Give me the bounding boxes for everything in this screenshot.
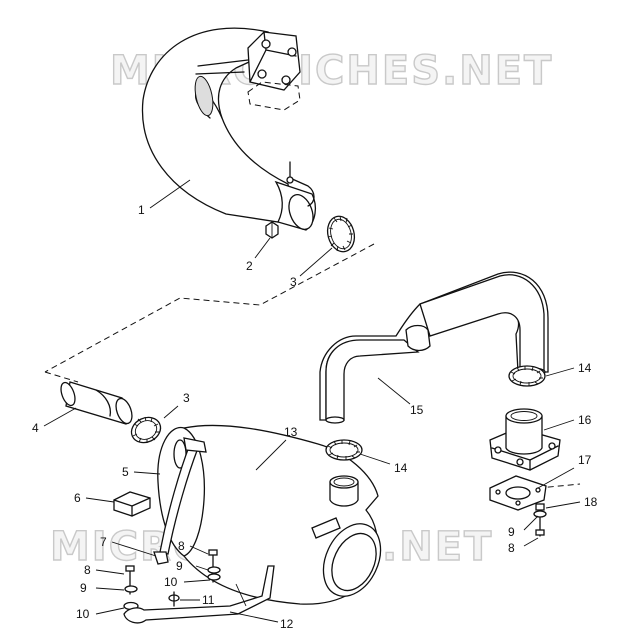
callout-7: 7 xyxy=(100,535,107,549)
callout-13: 13 xyxy=(284,425,298,439)
callout-4: 4 xyxy=(32,421,39,435)
callout-8-left: 8 xyxy=(84,563,91,577)
callout-5: 5 xyxy=(122,465,129,479)
tailpipe xyxy=(319,271,549,424)
callout-12: 12 xyxy=(280,617,294,631)
callout-9-center: 9 xyxy=(176,559,183,573)
callout-3-upper: 3 xyxy=(290,275,297,289)
bolt-left xyxy=(123,565,139,611)
muffler-strap xyxy=(159,437,207,555)
callout-8-center: 8 xyxy=(178,539,185,553)
damper-pad xyxy=(113,491,151,517)
callout-14-upper: 14 xyxy=(578,361,592,375)
manifold-flange xyxy=(247,31,301,111)
leader-lines xyxy=(43,179,581,623)
clamp-upper xyxy=(326,215,356,253)
clamp-lower xyxy=(130,416,162,444)
callout-6: 6 xyxy=(74,491,81,505)
bolt-right xyxy=(533,503,547,537)
callout-2: 2 xyxy=(246,259,253,273)
callout-14-lower: 14 xyxy=(394,461,408,475)
callout-17: 17 xyxy=(578,453,592,467)
callout-3-lower: 3 xyxy=(183,391,190,405)
clamp-tailpipe-lower xyxy=(325,439,363,461)
callout-labels: 1 2 3 3 4 5 6 7 8 8 8 9 9 9 10 10 11 12 … xyxy=(32,203,598,631)
callout-16: 16 xyxy=(578,413,592,427)
callout-8-right: 8 xyxy=(508,541,515,555)
outlet-gasket xyxy=(489,475,547,511)
callout-10-left: 10 xyxy=(76,607,90,621)
bolt-center xyxy=(207,549,221,583)
callout-9-right: 9 xyxy=(508,525,515,539)
callout-9-left: 9 xyxy=(80,581,87,595)
callout-18: 18 xyxy=(584,495,598,509)
clamp-tailpipe-upper xyxy=(508,365,546,387)
exhaust-header-pipe xyxy=(141,27,317,231)
callout-1: 1 xyxy=(138,203,145,217)
hanger-rod xyxy=(153,551,169,565)
mounting-bracket xyxy=(123,565,275,624)
nut xyxy=(265,221,279,239)
coupler-pipe xyxy=(60,381,133,425)
washer-eleven xyxy=(168,591,180,607)
callout-11: 11 xyxy=(202,593,215,607)
outlet-adapter xyxy=(489,408,561,471)
callout-10-center: 10 xyxy=(164,575,178,589)
callout-15: 15 xyxy=(410,403,424,417)
